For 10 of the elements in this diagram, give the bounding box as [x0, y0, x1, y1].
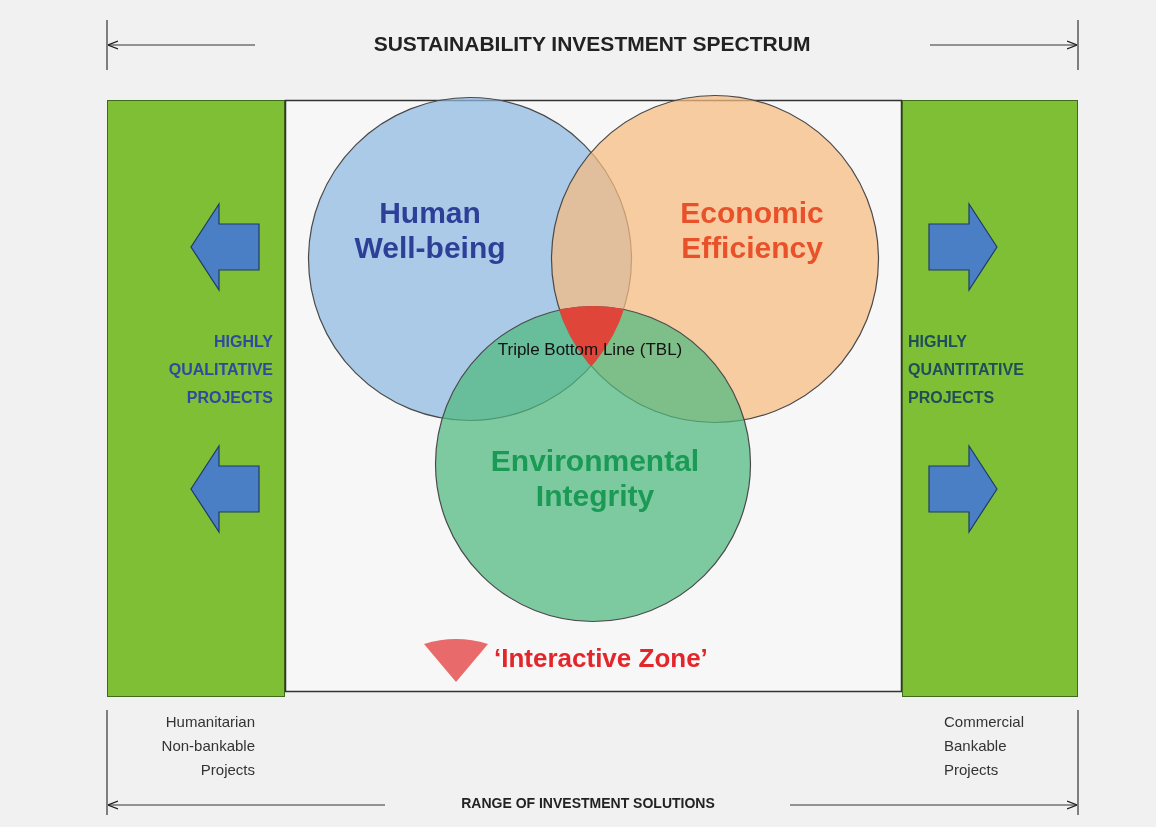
panel-label: HIGHLY QUANTITATIVE PROJECTS	[908, 332, 1025, 408]
diagram-title: SUSTAINABILITY INVESTMENT SPECTRUM	[372, 32, 812, 56]
circle-title: Environmental Integrity	[489, 444, 701, 513]
axis-caption: RANGE OF INVESTMENT SOLUTIONS	[460, 795, 716, 812]
circle-title: Economic Efficiency	[679, 196, 825, 265]
legend-text: ‘Interactive Zone’	[494, 643, 708, 674]
end-note: Humanitarian Non-bankable Projects	[160, 712, 255, 780]
circle-title: Human Well-being	[353, 196, 507, 265]
end-note: Commercial Bankable Projects	[944, 712, 1025, 780]
panel-label: HIGHLY QUALITATIVE PROJECTS	[167, 332, 273, 408]
